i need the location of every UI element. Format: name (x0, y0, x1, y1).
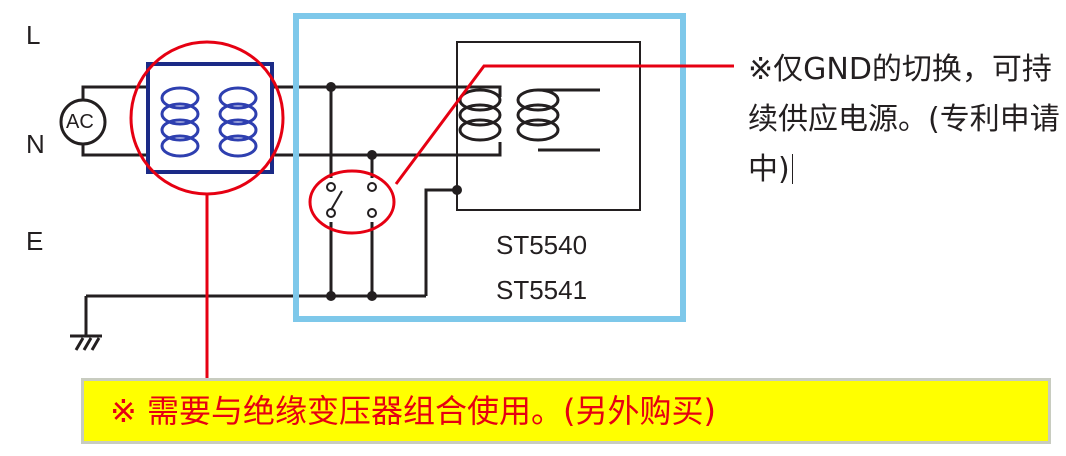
junction-dots (326, 82, 462, 301)
gnd-switch-note: ※仅GND的切换，可持续供应电源。(专利申请中) (748, 45, 1060, 195)
inner-coil-icon (458, 88, 600, 152)
switch-leader-line (394, 64, 734, 185)
ground-symbol-icon (70, 334, 102, 351)
text-cursor (791, 154, 793, 184)
ac-source (59, 98, 107, 146)
coil-icon (160, 86, 258, 158)
switch-highlight-ellipse (308, 169, 396, 235)
model-st5541: ST5541 (496, 275, 588, 305)
label-line: L (26, 20, 41, 50)
label-earth: E (26, 226, 44, 256)
input-wires (81, 85, 502, 336)
isolation-transformer-warning: ※ 需要与绝缘变压器组合使用。(另外购买) (81, 378, 1051, 444)
label-ac-source: AC (66, 111, 94, 133)
product-box (293, 13, 686, 322)
label-neutral: N (26, 129, 45, 159)
switch-icon (322, 178, 382, 222)
inner-transformer-box (456, 41, 641, 211)
isolation-transformer (146, 62, 274, 174)
model-st5540: ST5540 (496, 230, 588, 260)
gnd-switch-note-text: ※仅GND的切换，可持续供应电源。(专利申请中) (748, 52, 1060, 187)
highlight-marks (129, 40, 734, 380)
